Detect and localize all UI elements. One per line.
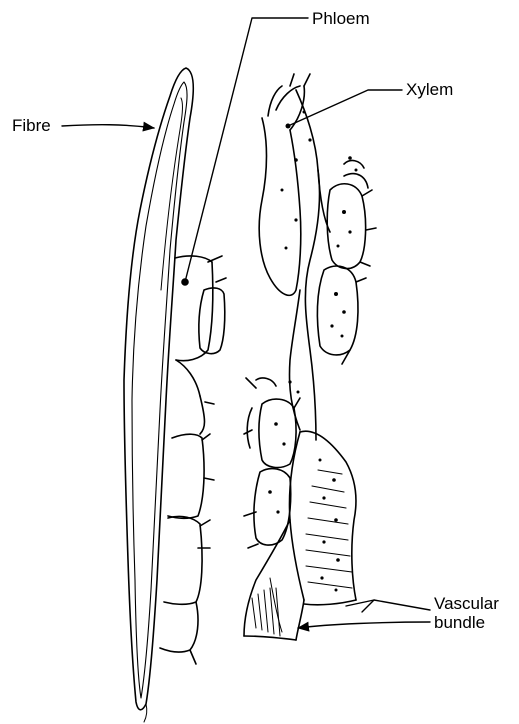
vascular-bundle-label: Vascular bundle: [434, 594, 499, 632]
stipple-dots: [268, 111, 357, 592]
vascular-bundle-label-line1: Vascular: [434, 594, 499, 613]
fibre-label: Fibre: [12, 116, 51, 135]
leader-lines: [62, 18, 430, 628]
vascular-leader-1: [346, 600, 430, 610]
parenchyma-cells: [317, 161, 376, 364]
vascular-arrow: [298, 622, 430, 628]
phloem-cells: [160, 256, 226, 664]
fibre-cell: [124, 68, 193, 722]
vascular-bundle-label-line2: bundle: [434, 613, 499, 632]
phloem-label: Phloem: [312, 9, 370, 28]
fibre-leader: [62, 125, 154, 128]
phloem-leader: [185, 18, 308, 282]
xylem-vessels: [259, 74, 330, 440]
xylem-leader: [288, 90, 402, 126]
vascular-bundle: [244, 431, 356, 640]
xylem-label: Xylem: [406, 80, 453, 99]
